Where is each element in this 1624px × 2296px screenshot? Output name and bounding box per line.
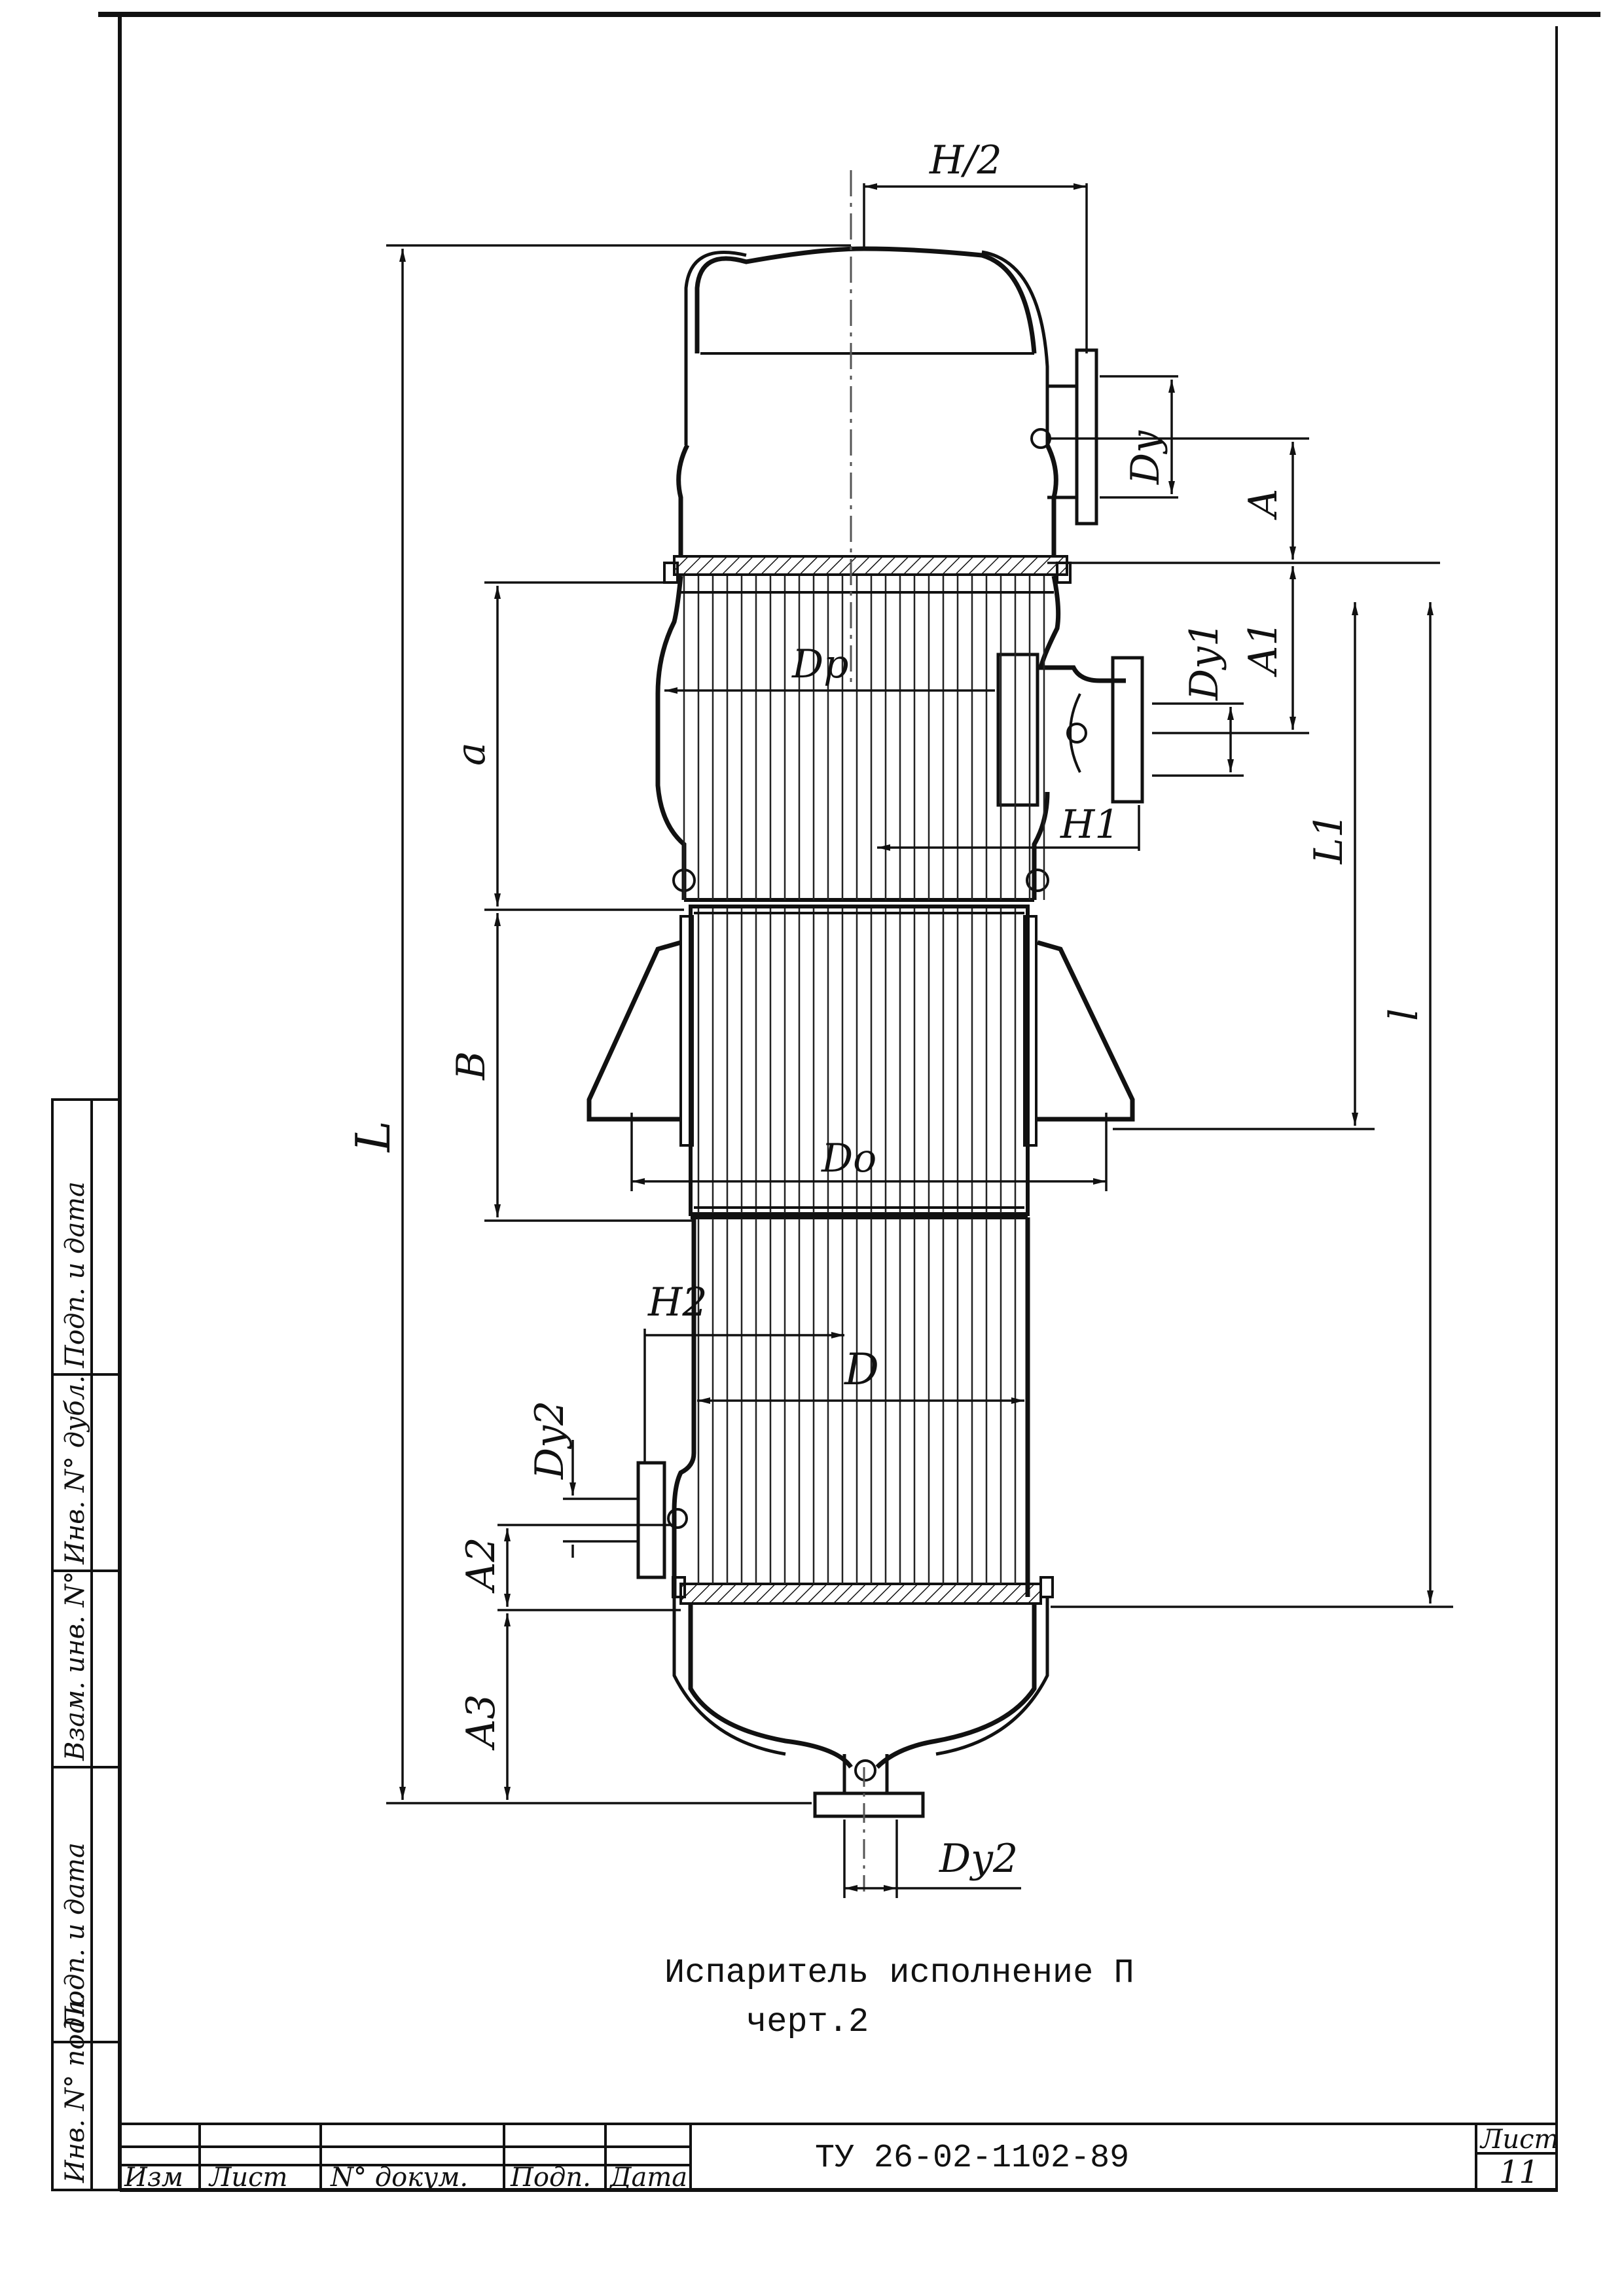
tube-bundle [681,576,1047,1584]
support-left [586,940,681,1122]
side-stamp [51,1098,121,2191]
label-a-small: a [448,742,494,766]
bottom-tube-sheet [679,1583,1042,1605]
label-dp: Dp [791,641,849,687]
label-dy: Dy [1123,430,1168,485]
dimensions [386,183,1453,1898]
support-right [1037,940,1135,1122]
col-list: Лист [208,2162,287,2193]
label-d: D [844,1344,879,1395]
title-block [118,2123,1558,2191]
col-doc-no: N° докум. [330,2162,468,2193]
label-b: B [448,1051,494,1081]
title-block-texts: Изм Лист N° докум. Подп. Дата Лист 11 [124,2125,1559,2193]
middle-shell [689,905,1030,1216]
label-dy1: Dy1 [1182,622,1227,701]
side-stamp-field-3: Взам. инв. N° [60,1571,90,1761]
label-a3: A3 [458,1694,504,1751]
tube-baffles [677,591,1054,1209]
label-a2: A2 [458,1537,504,1594]
dimension-labels: H/2 Dy A A1 Dy1 Dp a H1 L1 l L B Do H2 D… [346,137,1427,1882]
label-h1: H1 [1060,802,1120,848]
label-l: l [1381,1009,1427,1021]
side-stamp-field-1: Инв. N° подл. [60,1992,90,2183]
col-sign: Подп. [510,2162,591,2193]
sheet-label: Лист [1479,2125,1559,2155]
drawing-title: Испаритель исполнение П [664,1954,1134,1992]
vessel [586,246,1144,1818]
side-stamp-texts: Инв. N° подл. Подп. и дата Взам. инв. N°… [60,1181,90,2183]
label-h2: H2 [647,1280,708,1325]
label-L: L [346,1121,401,1153]
top-head [695,246,1037,354]
label-dy2-bottom: Dy2 [939,1836,1018,1882]
sheet-number: 11 [1499,2154,1539,2191]
label-dy2-side: Dy2 [527,1401,573,1480]
document-code: ТУ 26-02-1102-89 [815,2140,1129,2177]
label-l1: L1 [1306,813,1352,865]
side-stamp-field-2: Подп. и дата [60,1842,90,2030]
label-do: Do [821,1136,876,1181]
drawing-sheet-ref: черт.2 [746,2003,869,2041]
side-stamp-field-5: Подп. и дата [60,1181,90,1369]
label-a1: A1 [1240,620,1286,677]
top-tube-sheet [673,555,1068,576]
col-izm: Изм [124,2162,183,2193]
label-a: A [1240,489,1286,520]
side-stamp-field-4: Инв. N° дубл. [60,1375,90,1565]
col-date: Дата [609,2162,687,2193]
label-h-half: H/2 [929,137,1002,183]
